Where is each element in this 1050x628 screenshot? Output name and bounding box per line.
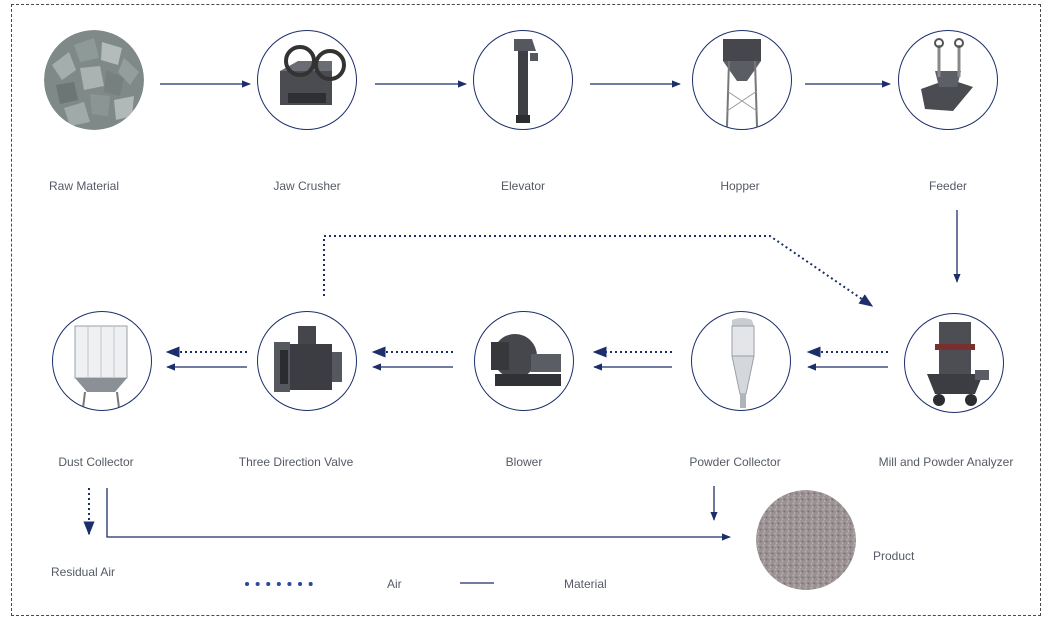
raw-material-image xyxy=(44,30,144,130)
dust-collector-node xyxy=(52,311,152,411)
powder-collector-node xyxy=(691,311,791,411)
dashed-frame xyxy=(11,4,1041,616)
legend-air-label: Air xyxy=(387,577,402,591)
hopper-node xyxy=(692,30,792,130)
feeder-label: Feeder xyxy=(928,179,968,193)
blower-node xyxy=(474,311,574,411)
material-dust-to-product xyxy=(106,488,731,541)
elevator-node xyxy=(473,30,573,130)
mill-label: Mill and Powder Analyzer xyxy=(878,455,1014,469)
product-image xyxy=(756,490,856,590)
legend-material-label: Material xyxy=(564,577,607,591)
air-return-path xyxy=(323,235,874,307)
legend-air-swatch xyxy=(245,582,323,586)
jaw-crusher-label: Jaw Crusher xyxy=(273,179,341,193)
feeder-node xyxy=(898,30,998,130)
mill-node xyxy=(904,313,1004,413)
blower-label: Blower xyxy=(505,455,543,469)
jaw-crusher-node xyxy=(257,30,357,130)
raw-material-label: Raw Material xyxy=(48,179,120,193)
residual-air-label: Residual Air xyxy=(51,565,116,579)
three-direction-valve-node xyxy=(257,311,357,411)
product-label: Product xyxy=(873,549,915,563)
three-direction-valve-label: Three Direction Valve xyxy=(238,455,354,469)
dust-collector-label: Dust Collector xyxy=(58,455,134,469)
powder-collector-label: Powder Collector xyxy=(689,455,781,469)
elevator-label: Elevator xyxy=(500,179,546,193)
legend-material-swatch xyxy=(460,582,494,584)
hopper-label: Hopper xyxy=(720,179,760,193)
